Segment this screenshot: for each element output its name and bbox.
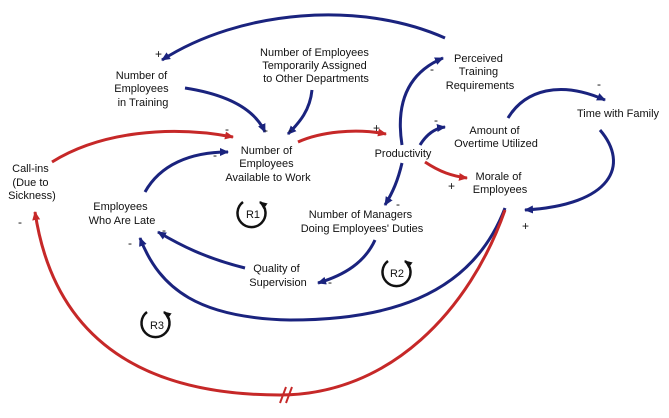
- node-managers-doing-duties: Number of Managers Doing Employees' Duti…: [301, 209, 424, 235]
- node-temporarily-assigned: Number of Employees Temporarily Assigned…: [260, 47, 372, 85]
- sign-temp-minus: -: [288, 123, 292, 137]
- sign-quality-late-minus: -: [162, 223, 166, 237]
- link-morale-to-employees-late: [138, 207, 507, 322]
- sign-family-morale-plus: +: [522, 219, 529, 233]
- sign-training-plus: +: [155, 47, 162, 61]
- loop-r2-label: R2: [390, 268, 404, 280]
- link-training-requirements-to-employees-in-training: [161, 13, 446, 62]
- node-employees-in-training: Number of Employees in Training: [114, 70, 171, 109]
- sign-productivity-plus: +: [373, 121, 380, 135]
- node-employees-late: Employees Who Are Late: [89, 201, 156, 227]
- node-perceived-training-requirements: Perceived Training Requirements: [446, 53, 515, 92]
- link-productivity-to-overtime: [418, 124, 446, 146]
- loop-markers: R1 R2 R3: [140, 201, 413, 339]
- node-overtime-utilized: Amount of Overtime Utilized: [454, 125, 538, 150]
- sign-callins-minus: -: [225, 122, 229, 136]
- polarity-signs: + - - - - + - - - + + - - - - -: [18, 47, 601, 289]
- link-productivity-to-managers: [383, 162, 404, 206]
- sign-training-in-minus: -: [264, 123, 268, 137]
- link-managers-to-quality-supervision: [317, 239, 377, 285]
- sign-morale-plus: +: [448, 179, 455, 193]
- link-overtime-to-time-with-family: [506, 88, 606, 119]
- node-productivity: Productivity: [375, 148, 432, 160]
- link-temporarily-assigned-to-available: [286, 89, 314, 136]
- link-employees-late-to-available: [143, 148, 229, 193]
- delay-marker: [279, 386, 293, 404]
- link-productivity-to-training-requirements: [398, 56, 444, 146]
- loop-r2: R2: [381, 260, 413, 288]
- link-time-with-family-to-morale: [524, 129, 615, 214]
- sign-callins-minus-delay: -: [18, 215, 22, 229]
- node-morale: Morale of Employees: [473, 171, 528, 196]
- loop-r3: R3: [140, 311, 172, 339]
- loop-r1-label: R1: [246, 209, 260, 221]
- node-available-to-work: Number of Employees Available to Work: [225, 145, 311, 184]
- sign-family-minus: -: [597, 77, 601, 91]
- sign-quality-minus: -: [328, 275, 332, 289]
- loop-r3-label: R3: [150, 320, 164, 332]
- link-employees-in-training-to-available: [184, 86, 267, 133]
- sign-late-minus: -: [213, 148, 217, 162]
- node-time-with-family: Time with Family: [577, 108, 660, 120]
- sign-perceived-minus: -: [430, 62, 434, 76]
- sign-overtime-minus: -: [434, 113, 438, 127]
- node-quality-of-supervision: Quality of Supervision: [249, 263, 306, 289]
- link-quality-supervision-to-employees-late: [157, 230, 246, 270]
- links: [32, 13, 615, 404]
- sign-morale-late-minus: -: [128, 236, 132, 250]
- loop-r1: R1: [236, 201, 268, 229]
- sign-managers-minus: -: [396, 197, 400, 211]
- node-call-ins: Call-ins (Due to Sickness): [8, 163, 56, 202]
- link-available-to-productivity: [297, 128, 387, 144]
- nodes: Number of Employees in Training Number o…: [8, 47, 659, 289]
- link-call-ins-to-available: [51, 129, 234, 164]
- link-productivity-to-morale: [424, 160, 468, 181]
- link-morale-to-call-ins: [32, 209, 507, 397]
